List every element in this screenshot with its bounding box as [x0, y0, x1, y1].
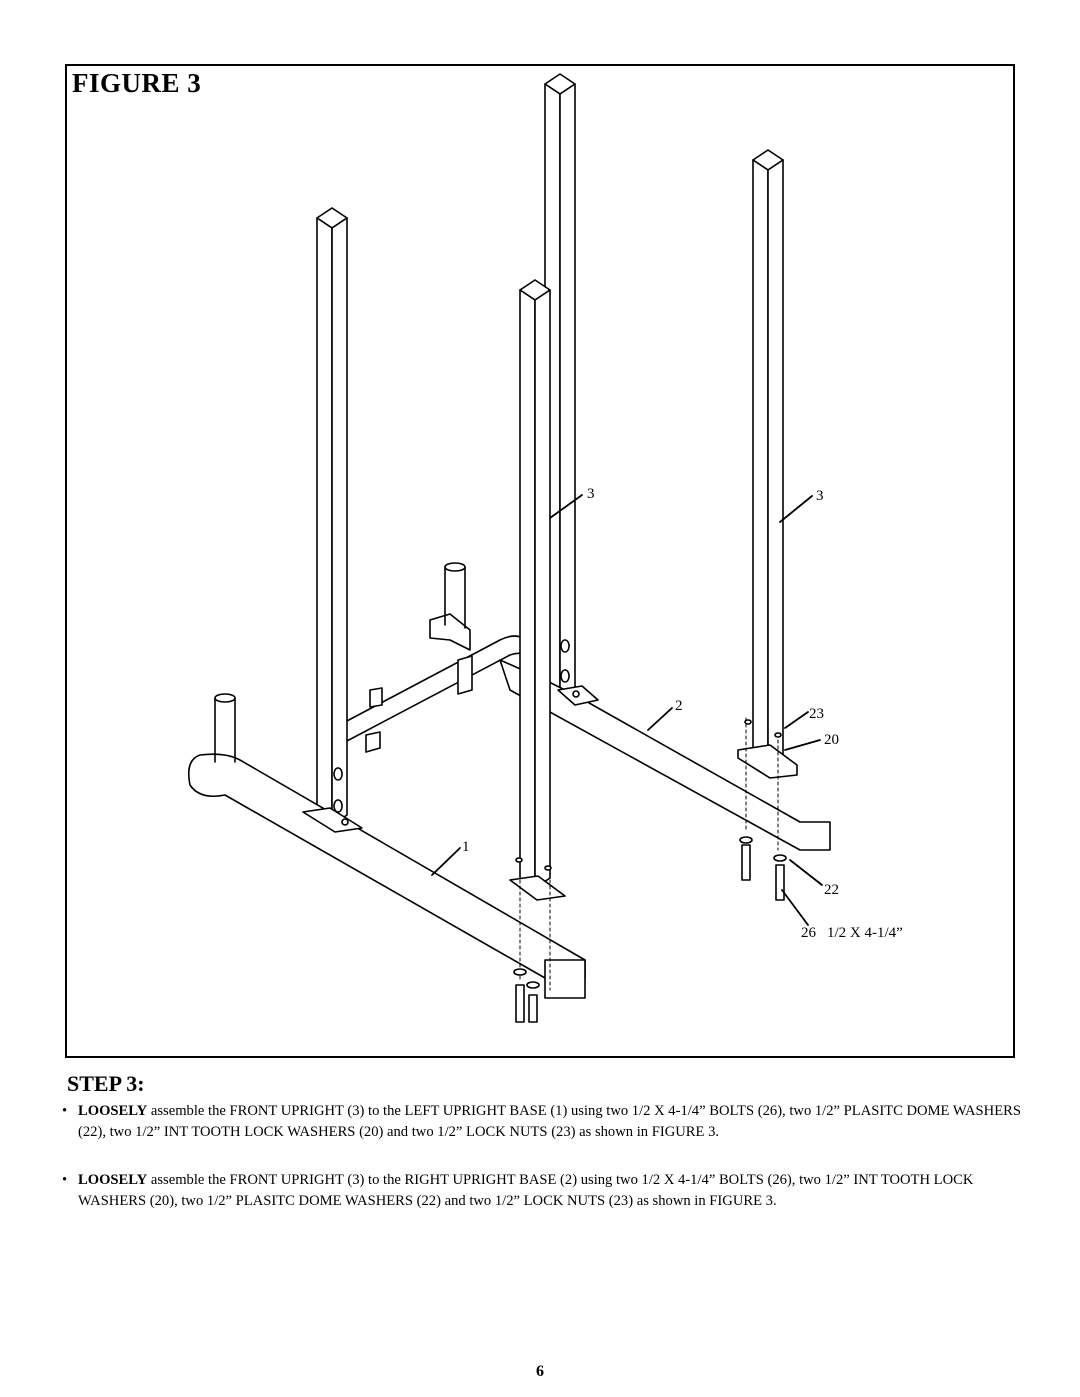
instruction-lead: LOOSELY [78, 1172, 148, 1188]
rear-crossbar [344, 613, 531, 753]
figure-title: FIGURE 3 [72, 68, 202, 98]
callout-20: 20 [824, 732, 839, 748]
instruction-text: LOOSELY assemble the FRONT UPRIGHT (3) t… [62, 1101, 1042, 1143]
callout-23: 23 [809, 706, 824, 722]
page-number: 6 [536, 1363, 544, 1380]
callout-2: 2 [675, 698, 683, 714]
bolt-size-label: 1/2 X 4-1/4” [827, 925, 903, 941]
instruction-text: LOOSELY assemble the FRONT UPRIGHT (3) t… [62, 1170, 1042, 1212]
figure-frame [65, 64, 1015, 1058]
leader-lines [431, 494, 823, 926]
bullet-icon: • [62, 1103, 68, 1119]
instruction-lead: LOOSELY [78, 1103, 148, 1119]
instruction-body: assemble the FRONT UPRIGHT (3) to the RI… [78, 1172, 974, 1209]
front-center-upright [509, 279, 566, 901]
callout-3-right: 3 [816, 488, 824, 504]
instruction-item: • LOOSELY assemble the FRONT UPRIGHT (3)… [62, 1170, 1042, 1212]
rear-right-upright [752, 149, 784, 771]
callout-1: 1 [462, 839, 470, 855]
callout-3-left: 3 [587, 486, 595, 502]
front-left-upright [316, 207, 348, 826]
hardware-alignment-lines [519, 717, 779, 991]
instruction-item: • LOOSELY assemble the FRONT UPRIGHT (3)… [62, 1101, 1042, 1143]
right-upright-base [499, 659, 831, 851]
callout-26: 26 [801, 925, 817, 941]
step-heading: STEP 3: [67, 1071, 145, 1096]
bullet-icon: • [62, 1172, 68, 1188]
front-left-post [214, 693, 236, 763]
instruction-body: assemble the FRONT UPRIGHT (3) to the LE… [78, 1103, 1021, 1140]
callout-22: 22 [824, 882, 839, 898]
assembly-diagram: 3 3 2 1 23 20 22 26 1/2 X 4-1/4” [187, 73, 903, 1023]
left-upright-base [187, 753, 586, 999]
rear-left-post [444, 562, 466, 629]
